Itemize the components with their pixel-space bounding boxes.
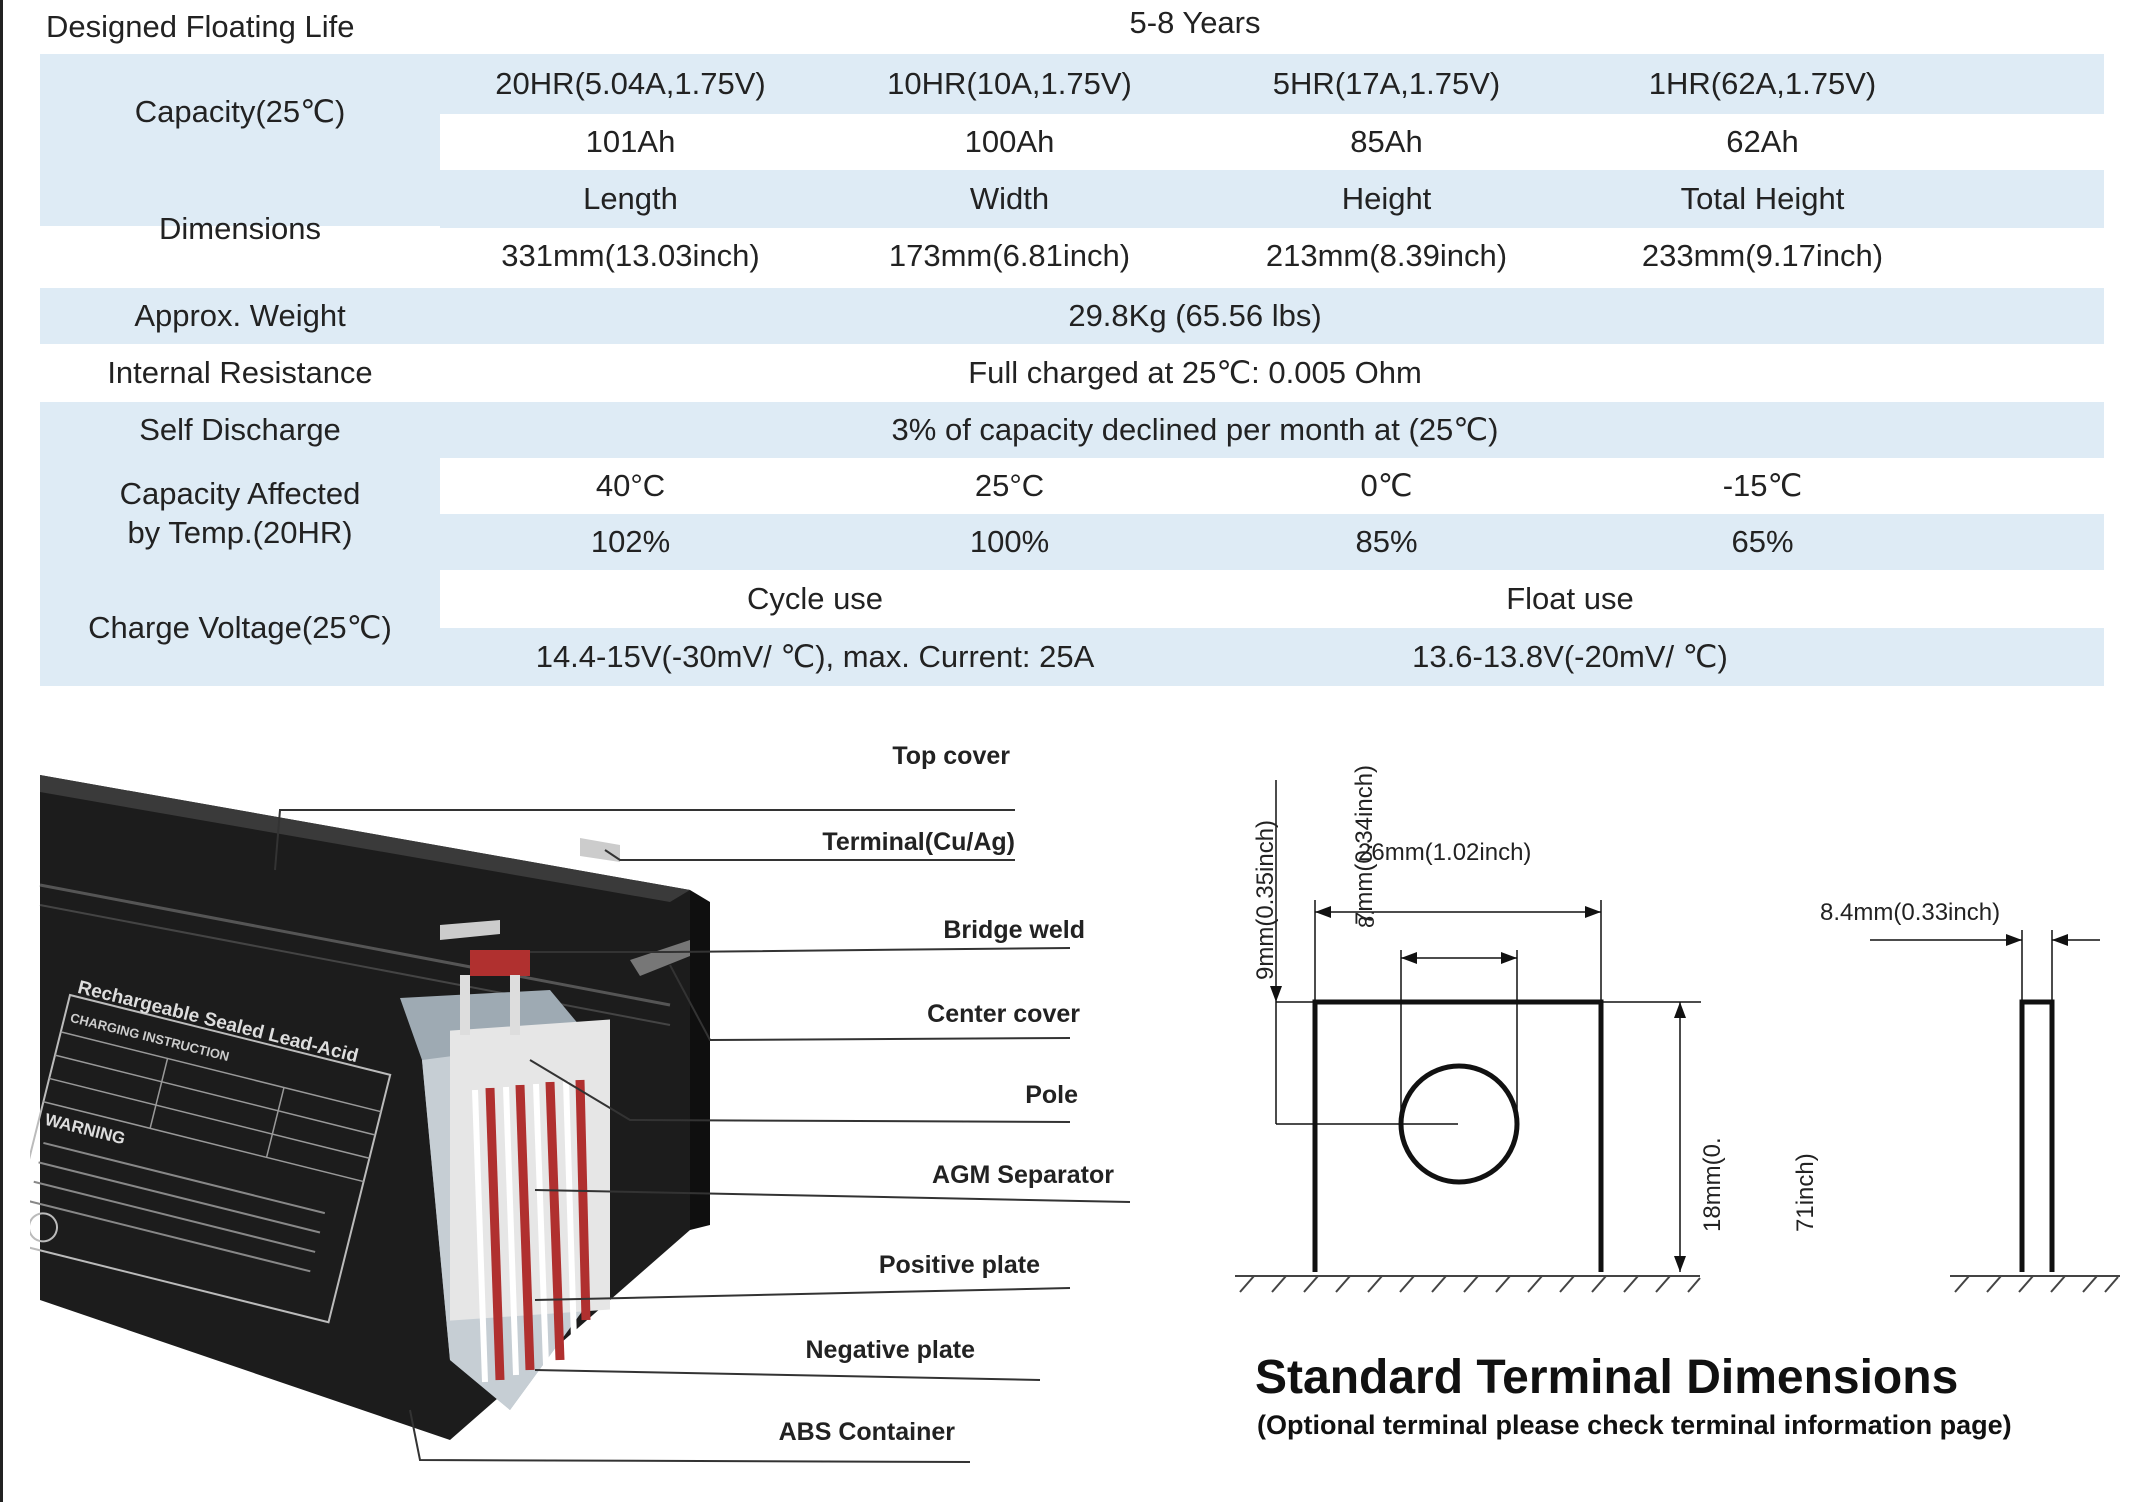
dimensions-header: Width [969, 180, 1050, 216]
temp-value: 102% [590, 523, 671, 559]
capacity-value: 100Ah [964, 123, 1055, 159]
self-discharge-value: 3% of capacity declined per month at (25… [891, 411, 1499, 447]
charge-header-float: Float use [1506, 580, 1634, 616]
temp-value: 85% [1355, 523, 1418, 559]
battery-cutaway-diagram: Rechargeable Sealed Lead-Acid CHARGING I… [30, 720, 1190, 1480]
terminal-dimensions-subtitle: (Optional terminal please check terminal… [1257, 1410, 2012, 1440]
width-dimension [1314, 900, 1602, 1124]
capacity-header: 20HR(5.04A,1.75V) [495, 65, 766, 101]
callout-terminal: Terminal(Cu/Ag) [822, 828, 1015, 856]
height-label-a: 18mm(0. [1699, 1137, 1726, 1232]
capacity-header: 1HR(62A,1.75V) [1648, 65, 1877, 101]
temp-header: -15℃ [1722, 467, 1803, 503]
callout-agm-separator: AGM Separator [932, 1161, 1114, 1189]
callout-top-cover: Top cover [892, 742, 1010, 770]
callout-lines [274, 809, 1131, 1463]
spec-table: Designed Floating Life 5-8 Years Capacit… [40, 0, 2104, 686]
hole-dimension-label: 7mm(0.34inch) [1351, 765, 1378, 925]
row-charge-voltage: Charge Voltage(25℃) Cycle use Float use … [40, 570, 2104, 686]
weight-label: Approx. Weight [134, 297, 346, 333]
callout-abs-container: ABS Container [779, 1418, 956, 1446]
temp-header: 40°C [595, 467, 666, 503]
charge-voltage-label: Charge Voltage(25℃) [88, 609, 392, 645]
dimensions-value: 331mm(13.03inch) [501, 237, 760, 273]
dimensions-header: Length [583, 180, 678, 216]
row-floating-life: Designed Floating Life 5-8 Years [40, 0, 2104, 54]
terminal-dimensions-drawing: 26mm(1.02inch) 9mm(0.35inch) 7mm(0.34inc… [1180, 720, 2134, 1480]
width-dimension-label: 26mm(1.02inch) [1358, 839, 1531, 866]
height-dimension [1674, 1002, 1686, 1272]
dimensions-label: Dimensions [159, 210, 321, 246]
floating-life-label: Designed Floating Life [46, 8, 355, 44]
charge-header-cycle: Cycle use [746, 580, 884, 616]
terminal-dimensions-title: Standard Terminal Dimensions [1255, 1351, 1959, 1404]
terminal-side-view [1870, 930, 2100, 1272]
capacity-value: 101Ah [585, 123, 676, 159]
floating-life-value: 5-8 Years [1129, 4, 1261, 40]
temp-header: 0℃ [1360, 467, 1413, 503]
capacity-value: 62Ah [1726, 123, 1799, 159]
capacity-temp-label-line1: Capacity Affected [119, 476, 361, 512]
capacity-value: 85Ah [1350, 123, 1423, 159]
thickness-label: 8.4mm(0.33inch) [1820, 899, 2000, 926]
callout-negative-plate: Negative plate [805, 1336, 975, 1364]
callout-positive-plate: Positive plate [879, 1251, 1040, 1279]
top-offset-dimension [1270, 780, 1282, 1124]
capacity-header: 10HR(10A,1.75V) [887, 65, 1132, 101]
dimensions-value: 233mm(9.17inch) [1641, 237, 1884, 273]
self-discharge-label: Self Discharge [139, 411, 341, 447]
callout-pole: Pole [1025, 1081, 1078, 1109]
row-weight: Approx. Weight 29.8Kg (65.56 lbs) [40, 288, 2104, 344]
top-offset-label: 9mm(0.35inch) [1252, 820, 1279, 980]
ground-hatch [1235, 1275, 2120, 1293]
battery-cut-section [400, 838, 690, 1410]
row-internal-resistance: Internal Resistance Full charged at 25℃:… [40, 344, 2104, 402]
row-dimensions: Dimensions Length Width Height Total Hei… [40, 170, 2104, 288]
row-capacity-temp: Capacity Affected by Temp.(20HR) 40°C 25… [40, 458, 2104, 570]
weight-value: 29.8Kg (65.56 lbs) [1068, 297, 1322, 333]
dimensions-header: Height [1341, 180, 1432, 216]
charge-value-float: 13.6-13.8V(-20mV/ ℃) [1412, 638, 1728, 674]
row-capacity: Capacity(25℃) 20HR(5.04A,1.75V) 10HR(10A… [40, 54, 2104, 226]
charge-value-cycle: 14.4-15V(-30mV/ ℃), max. Current: 25A [535, 638, 1095, 674]
row-self-discharge: Self Discharge 3% of capacity declined p… [40, 402, 2104, 458]
temp-value: 100% [969, 523, 1050, 559]
temp-value: 65% [1731, 523, 1794, 559]
resistance-value: Full charged at 25℃: 0.005 Ohm [968, 354, 1422, 390]
dimensions-value: 173mm(6.81inch) [888, 237, 1131, 273]
dimensions-header: Total Height [1680, 180, 1845, 216]
capacity-header: 5HR(17A,1.75V) [1272, 65, 1501, 101]
capacity-temp-label-line2: by Temp.(20HR) [127, 515, 353, 550]
resistance-label: Internal Resistance [107, 354, 373, 390]
capacity-label: Capacity(25℃) [134, 93, 346, 129]
height-label-b: 71inch) [1792, 1153, 1819, 1232]
callout-bridge-weld: Bridge weld [943, 916, 1085, 944]
dimensions-value: 213mm(8.39inch) [1265, 237, 1508, 273]
temp-header: 25°C [974, 467, 1045, 503]
hole-dimension-prefix: 8. [1354, 910, 1379, 928]
callout-center-cover: Center cover [927, 1000, 1080, 1028]
capacity-temp-label: Capacity Affected by Temp.(20HR) [40, 458, 440, 570]
left-border [0, 0, 3, 1502]
